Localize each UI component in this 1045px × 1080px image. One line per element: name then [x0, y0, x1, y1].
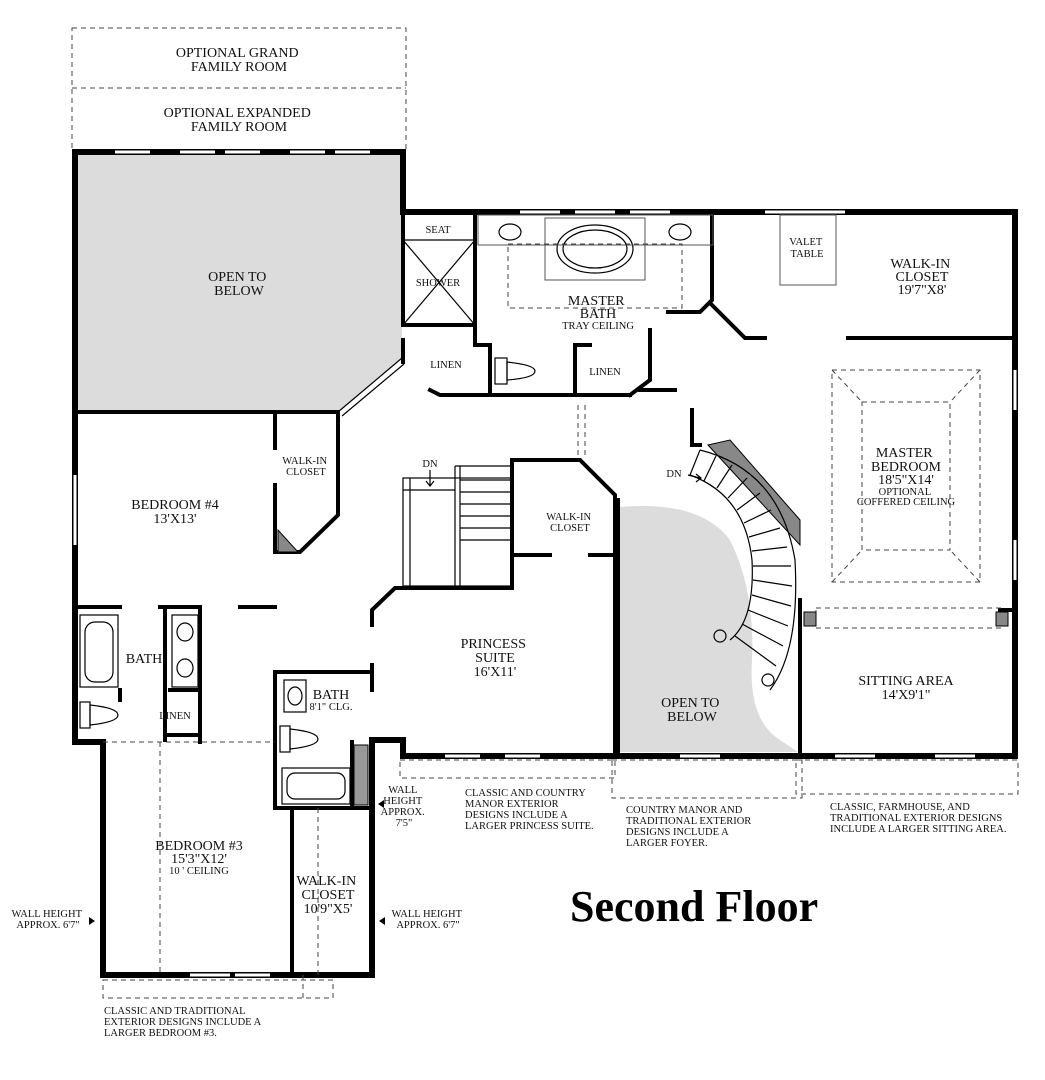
label-grand-family-room: OPTIONAL GRAND FAMILY ROOM [176, 46, 302, 75]
note-sitting: CLASSIC, FARMHOUSE, AND TRADITIONAL EXTE… [830, 802, 1006, 835]
label-bath-left: BATH [126, 652, 163, 667]
label-dn-2: DN [666, 469, 682, 480]
label-walk-in-closet-bed4: WALK-IN CLOSET [282, 456, 330, 478]
label-expanded-family-room: OPTIONAL EXPANDED FAMILY ROOM [164, 106, 315, 135]
label-valet-table: VALET TABLE [789, 237, 825, 260]
label-bedroom3-size: 15'3"X12' [171, 852, 227, 867]
label-master-bath: MASTER BATH [568, 294, 628, 322]
label-master-bedroom: MASTER BEDROOM [871, 446, 942, 475]
arrow-wall-height-left [89, 917, 95, 925]
label-bedroom4: BEDROOM #4 [131, 498, 219, 513]
note-wall-height-left: WALL HEIGHT APPROX. 6'7" [12, 909, 85, 931]
note-foyer: COUNTRY MANOR AND TRADITIONAL EXTERIOR D… [626, 805, 754, 849]
note-bedroom3: CLASSIC AND TRADITIONAL EXTERIOR DESIGNS… [104, 1006, 263, 1039]
label-linen-3: LINEN [159, 711, 191, 722]
label-walk-in-closet-bed3-size: 10'9"X5' [304, 902, 353, 917]
label-linen-2: LINEN [589, 367, 621, 378]
curved-stair [687, 449, 797, 691]
label-walk-in-closet-master: WALK-IN CLOSET [890, 257, 953, 285]
windows [73, 150, 1017, 977]
note-princess: CLASSIC AND COUNTRY MANOR EXTERIOR DESIG… [465, 788, 594, 832]
label-master-bedroom-size: 18'5"X14' [878, 473, 934, 488]
label-bedroom4-size: 13'X13' [153, 512, 196, 527]
label-princess-suite: PRINCESS SUITE [461, 637, 530, 666]
dashed-outlines [102, 243, 1019, 999]
label-walk-in-closet-master-size: 19'7"X8' [898, 283, 947, 298]
design-notes: WALL HEIGHT APPROX. 7'5" CLASSIC AND COU… [12, 785, 1007, 1039]
label-shower: SHOWER [416, 278, 460, 289]
floor-title: Second Floor [570, 882, 818, 931]
label-open-to-below-left: OPEN TO BELOW [208, 270, 270, 299]
label-bedroom3: BEDROOM #3 [155, 839, 243, 854]
label-linen-1: LINEN [430, 360, 462, 371]
interior-walls [73, 210, 1017, 972]
label-dn-1: DN [422, 459, 438, 470]
straight-stair [402, 465, 512, 587]
label-master-bedroom-ceiling: OPTIONAL COFFERED CEILING [857, 487, 956, 508]
label-master-bath-ceiling: TRAY CEILING [562, 321, 634, 332]
open-to-below-center-area [620, 505, 798, 752]
open-to-below-left-area [78, 155, 402, 412]
room-labels: OPTIONAL GRAND FAMILY ROOM OPTIONAL EXPA… [126, 46, 956, 917]
label-bath-center: BATH [313, 688, 350, 703]
arrow-wall-height-right [379, 917, 385, 925]
note-wall-height-right: WALL HEIGHT APPROX. 6'7" [392, 909, 465, 931]
label-seat: SEAT [425, 225, 451, 236]
label-bedroom3-ceiling: 10 ' CEILING [169, 866, 229, 877]
label-bath-center-ceiling: 8'1" CLG. [310, 702, 353, 713]
label-walk-in-closet-bed3: WALK-IN CLOSET [296, 874, 359, 903]
label-walk-in-closet-princess: WALK-IN CLOSET [546, 512, 594, 534]
label-sitting-area-size: 14'X9'1" [882, 688, 931, 703]
label-open-to-below-center: OPEN TO BELOW [661, 696, 723, 725]
label-sitting-area: SITTING AREA [858, 674, 954, 689]
note-wall-height-center: WALL HEIGHT APPROX. 7'5" [381, 785, 428, 829]
label-princess-suite-size: 16'X11' [474, 665, 517, 680]
arrow-wall-height-center [378, 800, 384, 808]
